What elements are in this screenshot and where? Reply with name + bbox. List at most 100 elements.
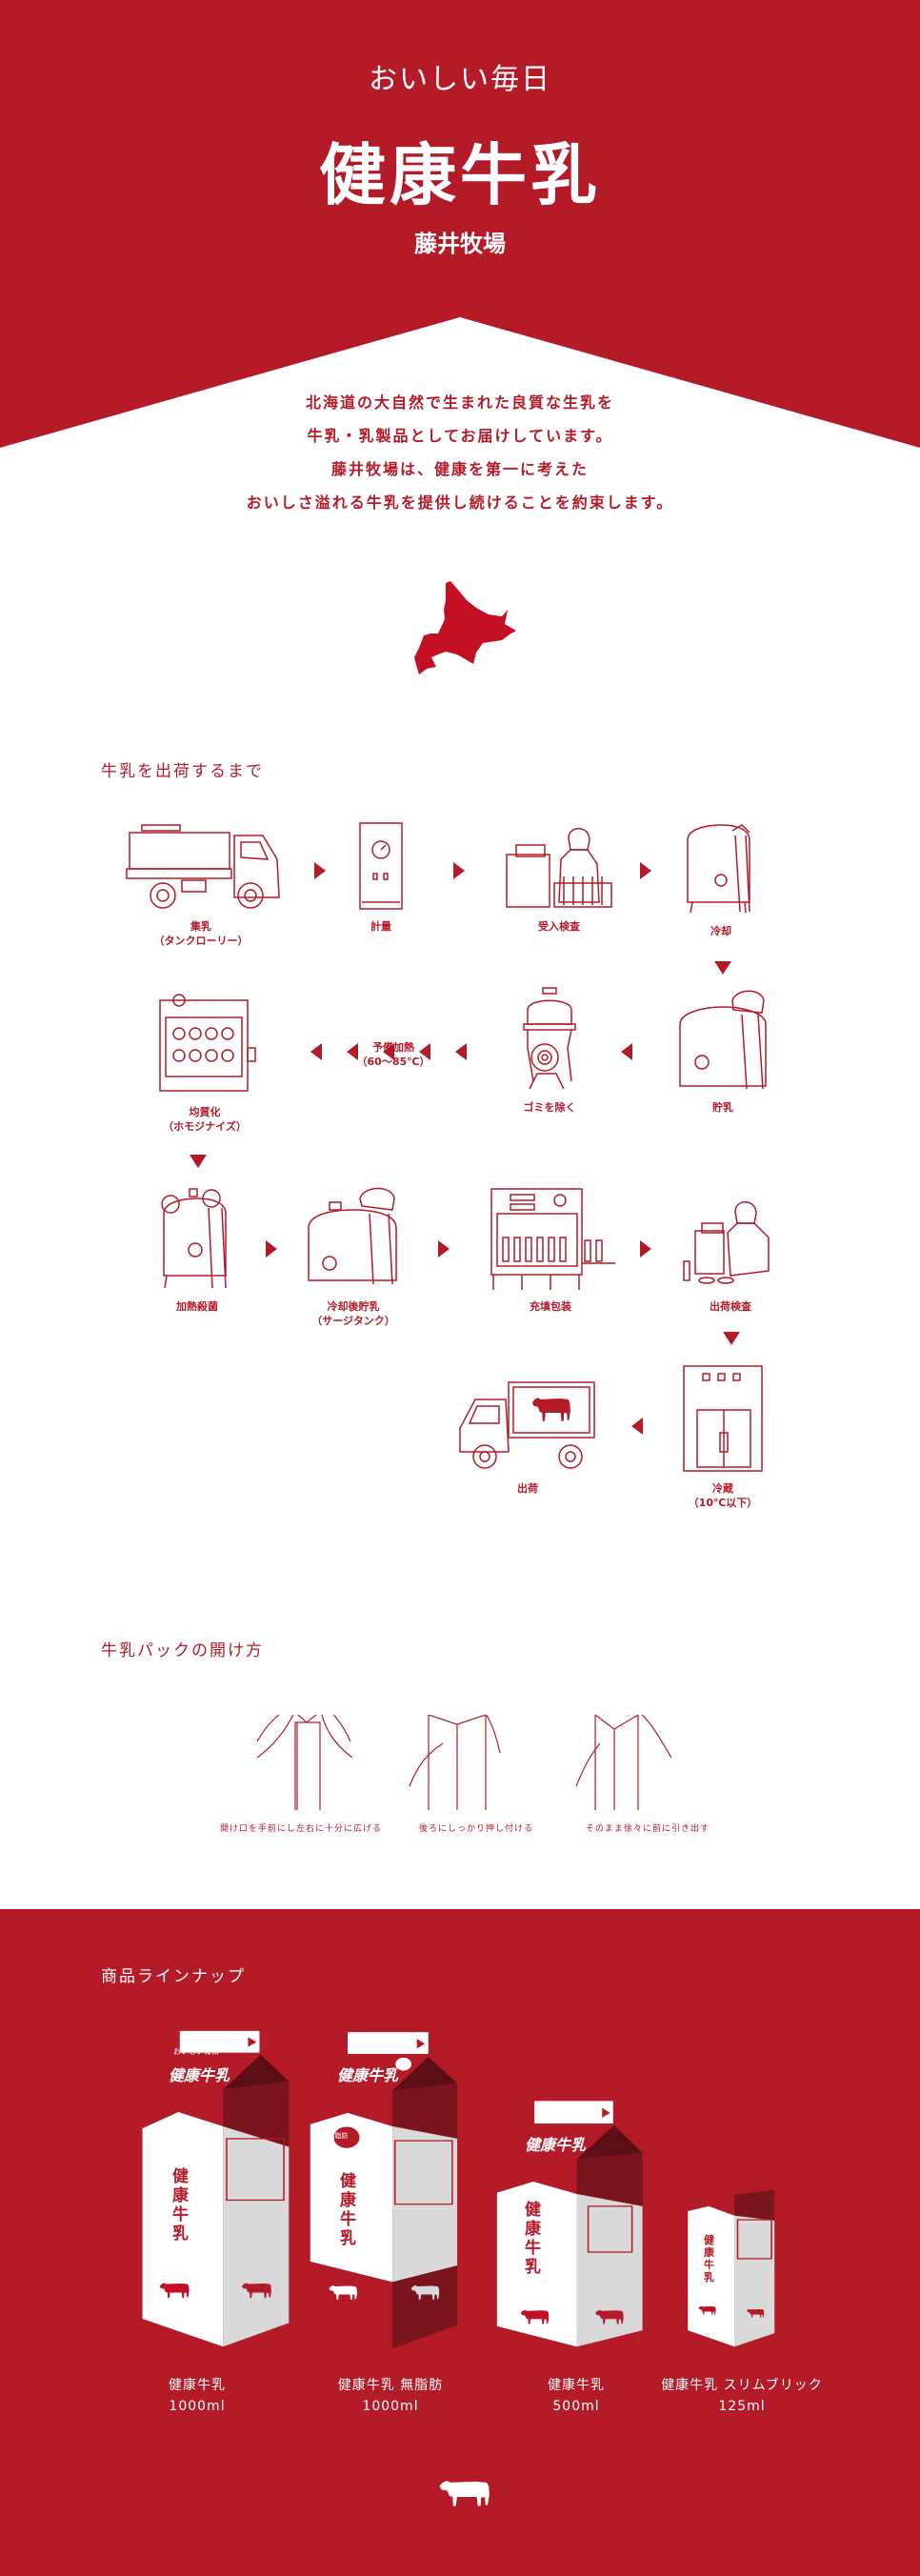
step-preheating: 予備加熱 （60～85℃）	[317, 1033, 470, 1069]
arrow-left-icon	[383, 1043, 394, 1060]
arrow-left-icon	[631, 1418, 643, 1435]
hero-background	[0, 0, 920, 448]
intro-line: 藤井牧場は、健康を第一に考えた	[330, 460, 589, 478]
step-shipping-inspection: 出荷検査	[654, 1185, 807, 1314]
product-size: 125ml	[718, 2399, 766, 2414]
step-homogenization: 均質化 （ホモジナイズ）	[129, 991, 281, 1134]
step-refrigeration: 冷蔵 （10℃以下）	[647, 1364, 799, 1510]
step-receiving-inspection: 受入検査	[483, 821, 635, 934]
intro-line: おいしさ溢れる牛乳を提供し続けることを約束します。	[246, 493, 674, 512]
step-cooling: 冷却	[645, 821, 797, 938]
lab-inspector-icon	[506, 828, 612, 908]
step-weighing: 計量	[305, 821, 457, 934]
arrow-down-icon	[723, 1332, 740, 1345]
carton-vertical-brand-1: 健康牛乳	[172, 2167, 189, 2244]
carton-brand-1: 健康牛乳	[169, 2066, 230, 2084]
farm-name: 藤井牧場	[414, 231, 506, 257]
step-label: 予備加熱 （60～85℃）	[356, 1041, 430, 1068]
refrigerator-icon	[683, 1365, 763, 1472]
step-label: 冷蔵 （10℃以下）	[688, 1482, 758, 1509]
opening-caption-1: 開け口を手前にし左右に十分に広げる	[219, 1824, 382, 1834]
carton-brand-3: 健康牛乳	[525, 2136, 587, 2154]
homogenizer-icon	[159, 994, 256, 1092]
arrow-down-icon	[190, 1155, 207, 1168]
step-label: 加熱殺菌	[176, 1300, 218, 1313]
carton-opening-illustrations	[256, 1715, 672, 1810]
cow-logo-icon	[439, 2480, 490, 2506]
lab-inspector-icon	[683, 1201, 770, 1284]
opening-step-2-illustration	[409, 1715, 501, 1810]
step-label: 冷却後貯乳 （サージタンク）	[311, 1300, 395, 1327]
carton-vertical-brand-2: 健康牛乳	[340, 2172, 356, 2248]
intro-line: 牛乳・乳製品としてお届けしています。	[307, 427, 613, 445]
step-sterilization: 加熱殺菌	[121, 1185, 273, 1314]
carton-vertical-brand-3: 健康牛乳	[525, 2201, 541, 2277]
carton-vertical-brand-4: 健康牛乳	[704, 2234, 714, 2284]
process-title: 牛乳を出荷するまで	[101, 762, 264, 781]
surge-tank-icon	[308, 1187, 397, 1285]
carton-500ml	[496, 2101, 643, 2347]
hero-subtitle: おいしい毎日	[369, 63, 551, 96]
product-size: 1000ml	[169, 2399, 226, 2414]
arrow-right-icon	[266, 1240, 277, 1258]
hero-title: 健康牛乳	[319, 136, 601, 214]
step-label: ゴミを除く	[523, 1101, 576, 1114]
product-name: 健康牛乳 スリムブリック	[661, 2378, 823, 2393]
product-size: 500ml	[552, 2399, 600, 2414]
lineup-title: 商品ラインナップ	[101, 1967, 246, 1986]
intro-text: 北海道の大自然で生まれた良質な生乳を 牛乳・乳製品としてお届けしています。 藤井…	[0, 386, 920, 519]
step-shipping: 出荷	[451, 1380, 604, 1496]
step-label: 均質化 （ホモジナイズ）	[163, 1106, 247, 1133]
carton-nonfat-1000ml	[310, 2032, 458, 2349]
product-name: 健康牛乳	[548, 2378, 605, 2393]
step-label: 受入検査	[538, 920, 580, 933]
carton-125ml	[688, 2189, 775, 2347]
product-cartons	[142, 2030, 775, 2506]
sterilizer-tank-icon	[161, 1188, 227, 1289]
arrow-left-icon	[621, 1043, 632, 1060]
arrow-left-icon	[310, 1043, 322, 1060]
arrow-down-icon	[714, 961, 731, 975]
step-label: 出荷	[517, 1482, 538, 1495]
carton-tagline: おいしい毎日	[173, 2047, 219, 2056]
nonfat-badge: 無脂肪	[328, 2132, 349, 2140]
arrow-left-icon	[455, 1043, 467, 1060]
step-label: 充填包装	[530, 1300, 571, 1313]
arrow-right-icon	[640, 1240, 651, 1258]
carton-brand-2: 健康牛乳	[337, 2066, 399, 2084]
product-size: 1000ml	[362, 2399, 419, 2414]
step-filling-packaging: 充填包装	[474, 1185, 627, 1314]
hokkaido-map-icon	[414, 581, 516, 674]
arrow-left-icon	[419, 1043, 430, 1060]
step-label: 計量	[370, 920, 391, 933]
meter-cabinet-icon	[359, 822, 403, 910]
product-name: 健康牛乳	[169, 2378, 226, 2393]
filling-machine-icon	[490, 1188, 615, 1290]
step-clarification: ゴミを除く	[473, 986, 626, 1115]
opening-title: 牛乳パックの開け方	[101, 1641, 264, 1660]
opening-step-1-illustration	[256, 1715, 353, 1810]
step-surge-tank: 冷却後貯乳 （サージタンク）	[277, 1185, 430, 1328]
tanker-truck-icon	[126, 824, 280, 909]
arrow-right-icon	[640, 862, 651, 879]
step-milk-collection: 集乳 （タンクローリー）	[125, 821, 280, 948]
arrow-left-icon	[347, 1043, 358, 1060]
clarifier-icon	[523, 987, 576, 1090]
step-label: 冷却	[710, 925, 731, 937]
opening-step-3-illustration	[575, 1715, 672, 1810]
cooling-tank-icon	[687, 824, 750, 914]
opening-caption-2: 後ろにしっかり押し付ける	[418, 1824, 533, 1834]
step-label: 集乳 （タンクローリー）	[153, 920, 249, 947]
step-storage: 貯乳	[647, 986, 799, 1115]
step-label: 貯乳	[712, 1101, 733, 1114]
opening-caption-3: そのまま徐々に前に引き出す	[585, 1824, 710, 1834]
step-label: 出荷検査	[710, 1300, 751, 1313]
arrow-right-icon	[453, 862, 465, 879]
delivery-truck-icon	[459, 1381, 595, 1469]
intro-line: 北海道の大自然で生まれた良質な生乳を	[305, 393, 614, 412]
storage-tank-icon	[679, 990, 767, 1090]
product-name: 健康牛乳 無脂肪	[337, 2378, 444, 2393]
arrow-right-icon	[314, 862, 326, 879]
arrow-right-icon	[438, 1240, 450, 1258]
carton-1000ml	[142, 2030, 290, 2347]
